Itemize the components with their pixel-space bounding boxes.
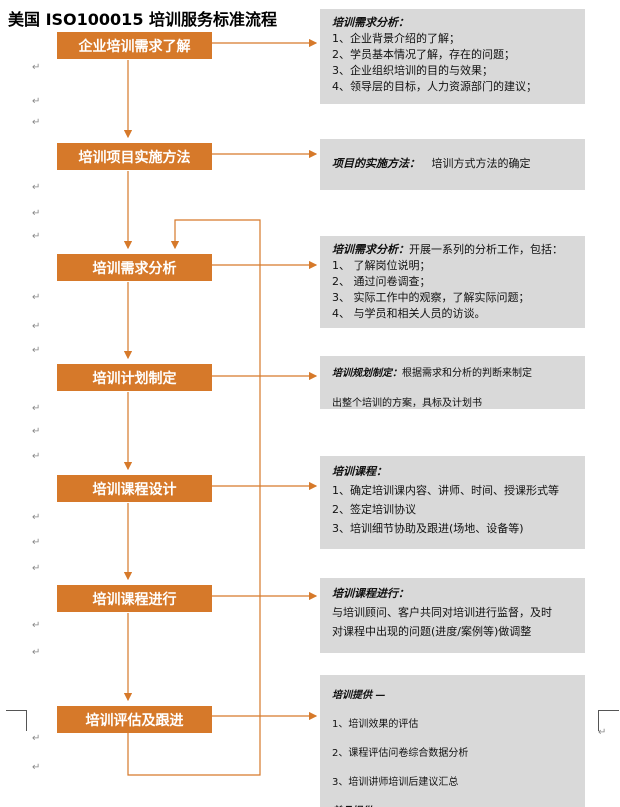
info-panel: 培训需求分析：开展一系列的分析工作，包括： 1、 了解岗位说明； 2、 通过问卷… xyxy=(320,236,585,328)
info-panel: 项目的实施方法： 培训方式方法的确定 xyxy=(320,139,585,190)
panel-line: 1、 了解岗位说明； xyxy=(332,259,431,272)
panel-line: 3、培训讲师培训后建议汇总 xyxy=(332,777,459,788)
paragraph-mark-icon: ↵ xyxy=(32,403,41,414)
step-box: 企业培训需求了解 xyxy=(57,32,212,59)
panel-line: 1、企业背景介绍的了解； xyxy=(332,32,460,45)
paragraph-mark-icon: ↵ xyxy=(32,345,41,356)
paragraph-mark-icon: ↵ xyxy=(32,292,41,303)
step-box: 培训课程进行 xyxy=(57,585,212,612)
panel-line: 2、课程评估问卷综合数据分析 xyxy=(332,748,469,759)
paragraph-mark-icon: ↵ xyxy=(32,62,41,73)
crop-mark xyxy=(6,710,27,731)
paragraph-mark-icon: ↵ xyxy=(32,647,41,658)
panel-line: 与培训顾问、客户共同对培训进行监督，及时 xyxy=(332,606,552,619)
step-box: 培训需求分析 xyxy=(57,254,212,281)
paragraph-mark-icon: ↵ xyxy=(32,321,41,332)
paragraph-mark-icon: ↵ xyxy=(32,620,41,631)
paragraph-mark-icon: ↵ xyxy=(32,96,41,107)
panel-line: 对课程中出现的问题(进度/案例等)做调整 xyxy=(332,625,532,638)
paragraph-mark-icon: ↵ xyxy=(32,537,41,548)
crop-mark xyxy=(598,710,619,731)
panel-line: 1、确定培训课内容、讲师、时间、授课形式等 xyxy=(332,484,559,497)
info-panel: 培训需求分析： 1、企业背景介绍的了解； 2、学员基本情况了解，存在的问题； 3… xyxy=(320,9,585,104)
panel-heading: 培训规划制定： xyxy=(332,368,402,379)
panel-heading: 美品提供 — xyxy=(332,797,575,807)
paragraph-mark-icon: ↵ xyxy=(32,208,41,219)
panel-heading: 培训课程： xyxy=(332,465,387,478)
panel-line: 4、 与学员和相关人员的访谈。 xyxy=(332,307,486,320)
paragraph-mark-icon: ↵ xyxy=(32,182,41,193)
page-title: 美国 ISO100015 培训服务标准流程 xyxy=(8,10,278,29)
step-box: 培训项目实施方法 xyxy=(57,143,212,170)
paragraph-mark-icon: ↵ xyxy=(32,451,41,462)
paragraph-mark-icon: ↵ xyxy=(32,231,41,242)
paragraph-mark-icon: ↵ xyxy=(32,117,41,128)
paragraph-mark-icon: ↵ xyxy=(598,727,607,738)
panel-line: 4、领导层的目标，人力资源部门的建议； xyxy=(332,80,537,93)
panel-line: 2、 通过问卷调查； xyxy=(332,275,431,288)
feedback-loop xyxy=(127,219,261,776)
paragraph-mark-icon: ↵ xyxy=(32,426,41,437)
step-box: 培训计划制定 xyxy=(57,364,212,391)
panel-line: 1、培训效果的评估 xyxy=(332,719,419,730)
panel-line: 3、企业组织培训的目的与效果； xyxy=(332,64,493,77)
panel-text: 培训方式方法的确定 xyxy=(431,157,531,170)
info-panel: 培训规划制定：根据需求和分析的判断来制定 出整个培训的方案，具标及计划书 xyxy=(320,356,585,409)
step-box: 培训课程设计 xyxy=(57,475,212,502)
info-panel: 培训课程： 1、确定培训课内容、讲师、时间、授课形式等 2、签定培训协议 3、培… xyxy=(320,456,585,549)
info-panel: 培训课程进行： 与培训顾问、客户共同对培训进行监督，及时 对课程中出现的问题(进… xyxy=(320,578,585,653)
paragraph-mark-icon: ↵ xyxy=(32,563,41,574)
panel-heading: 培训需求分析： xyxy=(332,243,409,256)
panel-heading: 培训提供 — xyxy=(332,690,386,701)
panel-line: 出整个培训的方案，具标及计划书 xyxy=(332,398,482,409)
step-box: 培训评估及跟进 xyxy=(57,706,212,733)
info-panel: 培训提供 — 1、培训效果的评估 2、课程评估问卷综合数据分析 3、培训讲师培训… xyxy=(320,675,585,807)
paragraph-mark-icon: ↵ xyxy=(32,733,41,744)
panel-text: 根据需求和分析的判断来制定 xyxy=(402,368,532,379)
panel-heading: 项目的实施方法： xyxy=(332,157,420,170)
panel-line: 3、 实际工作中的观察，了解实际问题； xyxy=(332,291,530,304)
panel-line: 2、学员基本情况了解，存在的问题； xyxy=(332,48,515,61)
panel-text: 开展一系列的分析工作，包括： xyxy=(409,243,563,256)
panel-line: 3、培训细节协助及跟进(场地、设备等) xyxy=(332,522,524,535)
panel-line: 2、签定培训协议 xyxy=(332,503,416,516)
paragraph-mark-icon: ↵ xyxy=(32,512,41,523)
panel-heading: 培训课程进行： xyxy=(332,587,409,600)
paragraph-mark-icon: ↵ xyxy=(32,762,41,773)
panel-heading: 培训需求分析： xyxy=(332,16,409,29)
